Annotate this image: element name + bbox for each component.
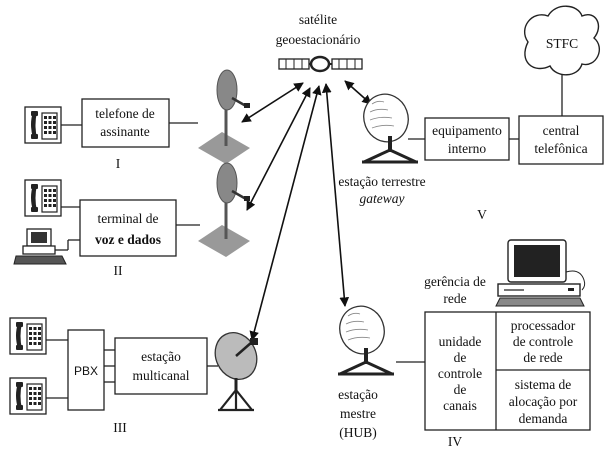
computer-terminal-icon [13,228,67,265]
small-dish-icon [196,161,252,259]
stfc-cloud [523,5,600,76]
multicanal-label-line1: estação [141,349,181,364]
central-telefonica-box [518,115,604,165]
terminal-voz-dados-box [79,199,177,257]
satellite-label-line1: satélite [299,12,337,27]
sistema-label-line2: alocação por [509,394,578,409]
multicanal-dish-icon [214,332,258,412]
management-computer-icon [495,239,586,307]
unidade-label-line2: de [454,350,467,365]
multicanal-label-line2: multicanal [133,368,190,383]
unidade-label-line5: canais [443,398,477,413]
link-arrow-multicanal [249,85,322,341]
roman-V: V [477,207,487,222]
telefone-label-line1: telefone de [95,106,155,121]
unidade-label-line1: unidade [439,334,482,349]
gateway-label-line1: estação terrestre [338,174,425,189]
terminal-label-line2: voz e dados [95,232,161,247]
roman-II: II [114,263,123,278]
link-arrow-gateway [344,80,372,105]
mestre-label-line2: mestre [340,406,376,421]
hub-equipment-box [424,311,591,431]
pbx-box [67,329,105,411]
mestre-label-line1: estação [338,387,378,402]
pbx-label: PBX [74,364,98,378]
gerencia-label-line1: gerência de [424,274,486,289]
roman-I: I [116,156,121,171]
equipamento-label-line2: interno [448,141,486,156]
phone-icon [9,377,47,415]
estacao-multicanal-box [114,337,208,395]
unidade-label-line4: de [454,382,467,397]
central-label-line1: central [543,123,580,138]
link-arrow-terminal [246,87,311,211]
processador-label-line3: de rede [523,350,562,365]
unidade-label-line3: controle [438,366,482,381]
satellite-icon [278,55,363,73]
link-arrow-telefone [241,82,304,123]
mestre-label-line3: (HUB) [339,425,377,440]
roman-III: III [113,420,127,435]
phone-icon [24,179,62,217]
processador-label-line1: processador [511,318,576,333]
stfc-label: STFC [546,36,578,51]
sistema-label-line3: demanda [519,411,568,426]
phone-icon [24,106,62,144]
gerencia-label-line2: rede [443,291,466,306]
gateway-label-line2: gateway [360,191,405,206]
telefone-label-line2: assinante [100,124,150,139]
terminal-label-line1: terminal de [97,211,158,226]
hub-dish-icon [331,297,396,376]
phone-icon [9,317,47,355]
sistema-label-line1: sistema de [515,377,572,392]
central-label-line2: telefônica [534,141,587,156]
link-arrow-mestre [321,83,350,307]
equipamento-label-line1: equipamento [432,123,502,138]
satellite-label-line2: geoestacionário [276,32,361,47]
processador-label-line2: de controle [513,334,573,349]
small-dish-icon [196,68,252,166]
roman-IV: IV [448,434,462,449]
